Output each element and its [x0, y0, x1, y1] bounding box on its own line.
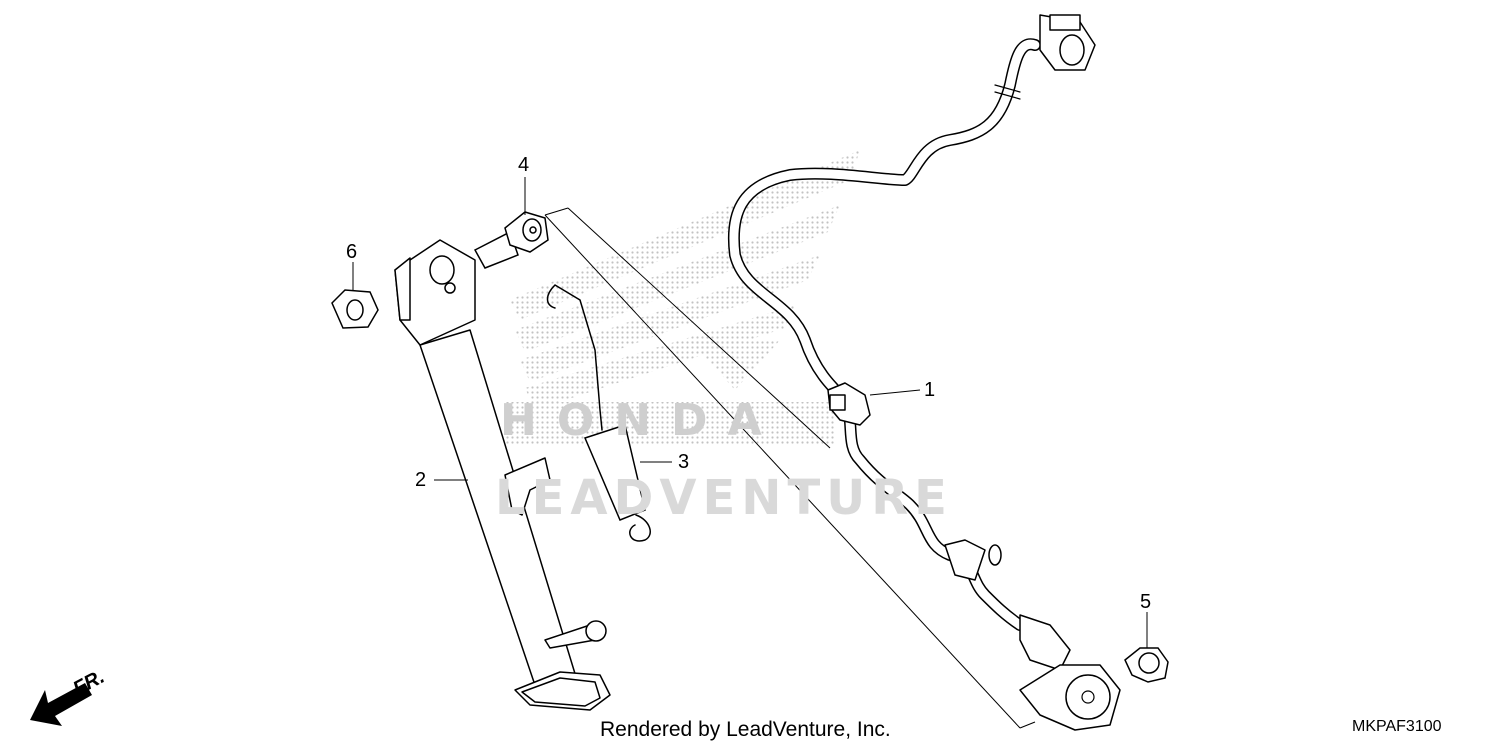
honda-wing-logo [505, 150, 860, 444]
front-direction-arrow-icon [30, 683, 92, 726]
callout-3: 3 [678, 451, 690, 473]
footer-credit: Rendered by LeadVenture, Inc. [600, 718, 891, 741]
diagram-code: MKPAF3100 [1352, 718, 1442, 735]
callout-6: 6 [346, 241, 358, 263]
part-6-nut [331, 289, 379, 329]
watermark-honda: HONDA [500, 395, 782, 446]
watermark-leadventure: LEADVENTURE [495, 470, 953, 526]
assembly-outline [544, 207, 1036, 729]
callout-5: 5 [1140, 591, 1152, 613]
part-2-side-stand [394, 239, 611, 711]
part-4-bolt [473, 211, 549, 269]
callout-1: 1 [924, 379, 936, 401]
part-3-spring [546, 284, 651, 542]
part-1-side-stand-switch [727, 14, 1121, 731]
callout-4: 4 [518, 154, 530, 176]
leader-lines [352, 177, 1148, 648]
part-5-nut [1124, 647, 1169, 683]
callout-2: 2 [415, 469, 427, 491]
